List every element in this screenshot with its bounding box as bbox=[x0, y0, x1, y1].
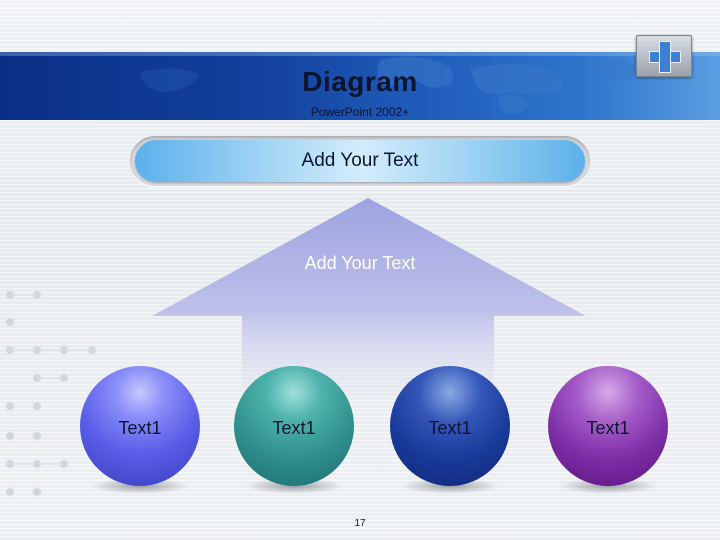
page-subtitle: PowerPoint 2002+ bbox=[310, 105, 410, 119]
top-box bbox=[135, 140, 585, 182]
sphere-2-label: Text1 bbox=[272, 418, 316, 438]
header-band bbox=[0, 52, 720, 120]
arrow-text: Add Your Text bbox=[304, 253, 416, 273]
sphere-shadow bbox=[244, 478, 344, 494]
sphere-1 bbox=[80, 366, 200, 486]
sphere-2 bbox=[234, 366, 354, 486]
cross-vertical bbox=[659, 41, 671, 73]
sphere-4-label: Text1 bbox=[586, 418, 630, 438]
sphere-3-label: Text1 bbox=[428, 418, 472, 438]
page-title: Diagram bbox=[302, 66, 418, 97]
sphere-3 bbox=[390, 366, 510, 486]
sphere-4 bbox=[548, 366, 668, 486]
sphere-1-label: Text1 bbox=[118, 418, 162, 438]
world-map-graphic bbox=[0, 52, 720, 115]
sphere-shadow bbox=[90, 478, 190, 494]
top-box-text: Add Your Text bbox=[301, 150, 419, 171]
page-number: 17 bbox=[354, 518, 366, 529]
sphere-shadow bbox=[558, 478, 658, 494]
sphere-shadow bbox=[400, 478, 500, 494]
logo-icon bbox=[636, 35, 692, 77]
